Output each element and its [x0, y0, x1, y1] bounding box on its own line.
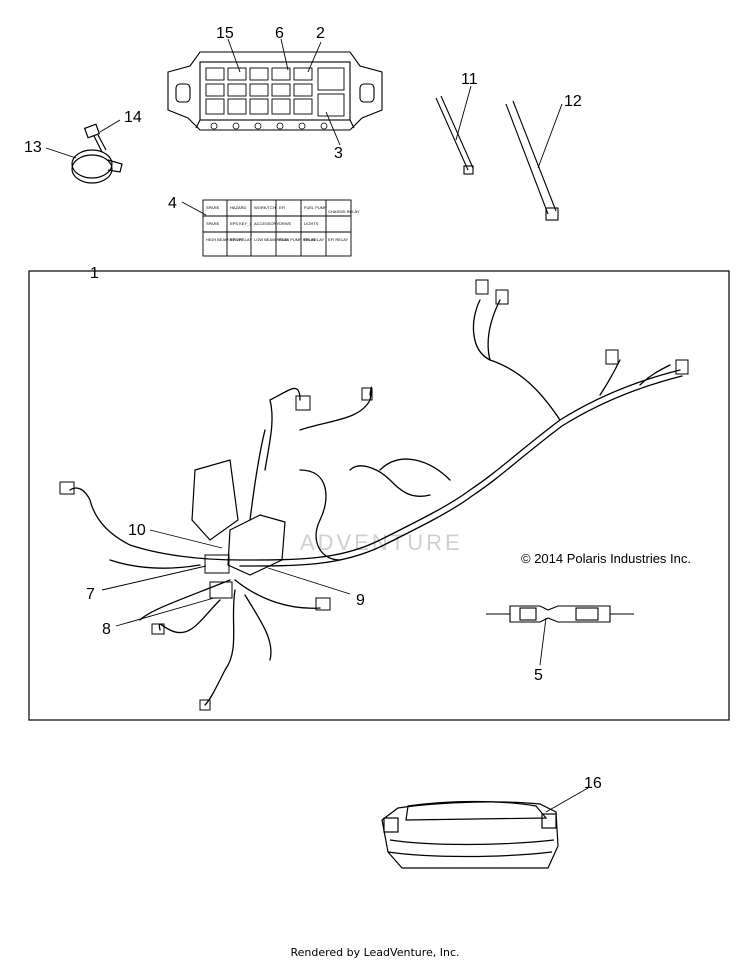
fuse-label-cell: FUEL PUMP: [304, 205, 327, 210]
fuse-label-cell: HAZARD: [230, 205, 247, 210]
fuse-label-cell: CHASSIS RELAY: [328, 209, 360, 214]
footer-credit: Rendered by LeadVenture, Inc.: [290, 946, 460, 959]
callout-6: 6: [275, 25, 284, 42]
fuse-label-cell: EFI RELAY: [328, 237, 348, 242]
fuse-label-cell: DRIVE: [279, 221, 292, 226]
fuse-label-text: SPARE HAZARD WORK/TCH EFI FUEL PUMP CHAS…: [206, 205, 360, 242]
cable-tie-small: [435, 95, 474, 175]
callout-12: 12: [564, 93, 582, 110]
fuse-box-cover: [381, 800, 559, 869]
wiring-harness: [59, 279, 689, 711]
callout-13: 13: [24, 139, 42, 156]
callout-5: 5: [534, 667, 543, 684]
callout-3: 3: [334, 145, 343, 162]
callout-labels: 1 2 3 4 5 6 7 8 9 10 11 12 13 14 15 16: [24, 25, 602, 792]
fuse-label-cell: WORK/TCH: [254, 205, 276, 210]
harness-frame: [28, 270, 730, 721]
fuse-label-cell: EFI: [279, 205, 285, 210]
callout-14: 14: [124, 109, 142, 126]
callout-8: 8: [102, 621, 111, 638]
cable-tie-large: [505, 100, 559, 221]
callout-2: 2: [316, 25, 325, 42]
leader-lines: [45, 38, 589, 813]
bolt: [83, 123, 107, 153]
fuse-label-cell: FUEL PUMP RELAY: [279, 237, 316, 242]
fuse-box: [167, 51, 383, 131]
callout-1: 1: [90, 265, 99, 282]
callout-15: 15: [216, 25, 234, 42]
hose-clamp: [71, 149, 123, 184]
callout-11: 11: [461, 71, 478, 88]
callout-9: 9: [356, 592, 365, 609]
fuse-label-sticker: [202, 199, 352, 257]
fuse-label-cell: SPARE: [206, 205, 220, 210]
fuse-label-cell: LOW BEAM RELAY: [254, 237, 290, 242]
callout-7: 7: [86, 586, 95, 603]
fuse-label-cell: EPS RELAY: [230, 237, 252, 242]
fuse-label-cell: SPARE: [206, 221, 220, 226]
callout-10: 10: [128, 522, 146, 539]
watermark-text: ADVENTURE: [300, 530, 463, 555]
copyright-notice: © 2014 Polaris Industries Inc.: [521, 551, 691, 566]
callout-16: 16: [584, 775, 602, 792]
inline-fuse-holder: [486, 605, 634, 623]
callout-4: 4: [168, 195, 177, 212]
fuse-label-cell: EFI RELAY: [304, 237, 324, 242]
fuse-label-cell: ACCESSORY: [254, 221, 279, 226]
fuse-label-cell: HIGH BEAM RELAY: [206, 237, 243, 242]
fuse-label-cell: EPS KEY_1: [230, 221, 252, 226]
fuse-label-cell: LIGHTS: [304, 221, 319, 226]
